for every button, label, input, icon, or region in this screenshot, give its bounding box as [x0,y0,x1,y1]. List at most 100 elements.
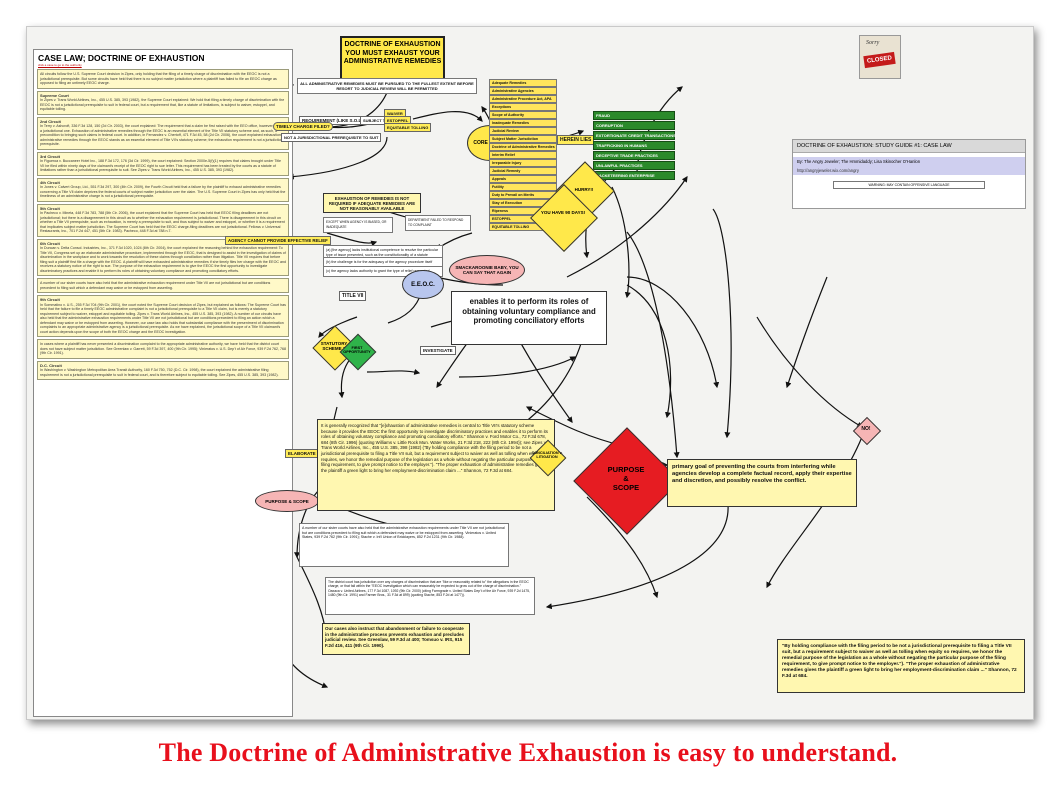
title-line-2: YOU MUST EXHAUST YOUR [345,49,440,57]
case-pane-text: In Pacheco v. Mineta, 448 F.3d 783, 788 … [40,211,285,233]
violation-item[interactable]: UNLAWFUL PRACTICES [593,161,675,170]
sister-courts-note[interactable]: A number of our sister courts have also … [299,523,509,567]
study-guide-url[interactable]: http://angryjeweler.wix.com/angry [793,166,1025,175]
core-term-item[interactable]: Inadequate Remedies [489,119,557,127]
case-law-heading: CASE LAW; DOCTRINE OF EXHAUSTION [38,53,205,63]
case-pane-heading: 5th Circuit [40,205,60,211]
no-effective-relief-label[interactable]: AGENCY CANNOT PROVIDE EFFECTIVE RELIEF [225,236,331,245]
herein-lies-label[interactable]: HEREIN LIES [557,135,595,145]
violation-item[interactable]: CORRUPTION [593,121,675,130]
violation-item[interactable]: TRAFFICKING IN HUMANS [593,141,675,150]
case-pane-text: All circuits follow the U.S. Supreme Cou… [40,72,277,85]
case-pane[interactable]: All circuits follow the U.S. Supreme Cou… [37,69,289,89]
violation-item[interactable]: FRAUD [593,111,675,120]
core-term-item[interactable]: Futility [489,183,557,191]
study-guide-card: DOCTRINE OF EXHAUSTION: STUDY GUIDE #1: … [792,139,1026,209]
case-pane[interactable]: A number of our sister courts have also … [37,278,289,293]
statutory-scheme-label: STATUTORY SCHEME ? [320,341,348,351]
case-pane-heading: 2nd Circuit [40,118,61,124]
first-opportunity-label: FIRST OPPORTUNITY [343,346,371,354]
core-term-item[interactable]: Doctrine of Administrative Remedies [489,143,557,151]
no-label: NO! [861,426,871,432]
core-term-item[interactable]: Irreparable Injury [489,159,557,167]
purpose-word: PURPOSE [607,465,645,474]
core-term-item[interactable]: Judicial Remedy [489,167,557,175]
case-pane[interactable]: In cases where a plaintiff has never pre… [37,339,289,359]
investigate-label[interactable]: INVESTIGATE [420,346,456,355]
core-term-item[interactable]: Judicial Review [489,127,557,135]
case-pane-text: In Terry v. Ashcroft, 336 F.3d 128, 150 … [40,124,286,146]
core-term-item[interactable]: Duty to Prevail on Merits [489,191,557,199]
core-term-item[interactable]: Subject Matter Jurisdiction [489,135,557,143]
case-pane-heading: 9th Circuit [40,297,60,302]
title-vii-label[interactable]: TITLE VII [339,291,367,301]
jurisdiction-note[interactable]: The district court has jurisdiction over… [325,577,535,615]
case-pane-text: In Duncan v. Delta Consol. Industries, I… [40,246,286,273]
quote-center-box[interactable]: It is generally recognized that "[e]xhau… [317,419,555,511]
primary-goal-box[interactable]: primary goal of preventing the courts fr… [667,459,857,507]
core-term-item[interactable]: Scope of Authority [489,111,557,119]
timely-charge-label[interactable]: TIMELY CHARGE FILED? [273,122,333,131]
scope-word: SCOPE [612,483,640,492]
purpose-scope-small-label: PURPOSE & SCOPE [265,498,309,504]
abandonment-note[interactable]: Our cases also instruct that abandonment… [322,623,470,655]
exception-c[interactable]: (c) the agency lacks authority to grant … [323,266,443,277]
core-term-item[interactable]: Adequate Remedies [489,79,557,87]
violation-item[interactable]: DECEPTIVE TRADE PRACTICES [593,151,675,160]
quote-right-box[interactable]: "By holding compliance with the filing p… [777,639,1025,693]
all-remedies-box[interactable]: ALL ADMINISTRATIVE REMEDIES MUST BE PURS… [297,78,477,94]
case-pane-heading: 3rd Circuit [40,153,61,159]
offensive-warning: WARNING: MAY CONTAIN OFFENSIVE LANGUAGE [833,181,985,189]
case-pane-heading: 4th Circuit [40,179,60,185]
biased-rule[interactable]: EXCEPT WHEN AGENCY IS BIASED, OR INADEQU… [323,217,393,233]
enables-box[interactable]: enables it to perform its roles of obtai… [451,291,607,345]
core-term-item[interactable]: Administrative Agencies [489,87,557,95]
title-line-1: DOCTRINE OF EXHAUSTION [344,41,441,48]
core-term-item[interactable]: Administrative Procedure Act, APA [489,95,557,103]
department-failed-note[interactable]: DEPARTMENT FAILED TO RESPOND TO COMPLAIN… [405,215,471,231]
violation-item[interactable]: EXTORTIONATE CREDIT TRANSACTIONS [593,131,676,140]
case-pane-text: In Figueroa v. Buccaneer Hotel Inc., 188… [40,159,282,172]
case-law-column: CASE LAW; DOCTRINE OF EXHAUSTION click a… [33,49,293,717]
ampersand: & [623,474,629,483]
violation-item[interactable]: RACKETEERING ENTERPRISE [593,171,675,180]
hurry-label: HURRY!! [574,187,594,192]
stamp-word: Sorry [866,40,880,46]
closed-tag: CLOSED [863,51,896,69]
case-pane-heading: 6th Circuit [40,240,60,246]
study-guide-title: DOCTRINE OF EXHAUSTION: STUDY GUIDE #1: … [793,140,1025,153]
case-pane-text: In Sommatino v. U.S., 255 F.3d 704 (9th … [40,302,286,334]
core-term-item[interactable]: Exceptions [489,103,557,111]
core-term-item[interactable]: Appeals [489,175,557,183]
case-pane-text: A number of our sister courts have also … [40,281,271,290]
not-required-box[interactable]: EXHAUSTION OF REMEDIES IS NOT REQUIRED I… [323,193,421,213]
core-term-item[interactable]: Interim Relief [489,151,557,159]
title-line-3: ADMINISTRATIVE REMEDIES [343,58,442,65]
doctrine-title-box[interactable]: DOCTRINE OF EXHAUSTION YOU MUST EXHAUST … [340,36,445,85]
case-law-link[interactable]: click a case to go to the authority [38,63,82,67]
case-law-panes: All circuits follow the U.S. Supreme Cou… [34,69,292,380]
smackaroonie-label: SMACKAROONIE BABY, YOU CAN SAY THAT AGAI… [455,265,519,275]
slogan-caption: The Doctrine of Administrative Exhaustio… [158,738,898,767]
not-jurisdictional-label[interactable]: NOT A JURISDICTIONAL PREREQUISITE TO SUI… [281,133,382,142]
smackaroonie-node[interactable]: SMACKAROONIE BABY, YOU CAN SAY THAT AGAI… [449,255,525,285]
purpose-scope-small-node[interactable]: PURPOSE & SCOPE [255,490,319,512]
equitable-tolling-label[interactable]: EQUITABLE TOLLING [384,123,432,132]
eeoc-node[interactable]: E.E.O.C. [402,270,444,299]
case-pane-text: In Washington v. Washington Metropolitan… [40,368,279,377]
case-pane-text: In cases where a plaintiff has never pre… [40,342,286,355]
study-guide-authors: By: The Angry Jeweler; The Hmmidaddy; Li… [793,157,1025,166]
conciliation-label: CONCILIATION v. LITIGATION [531,451,563,459]
case-pane-text: In Jones v. Calvert Group, Ltd., 551 F.3… [40,185,286,198]
case-pane-heading: Supreme Court [40,92,69,98]
